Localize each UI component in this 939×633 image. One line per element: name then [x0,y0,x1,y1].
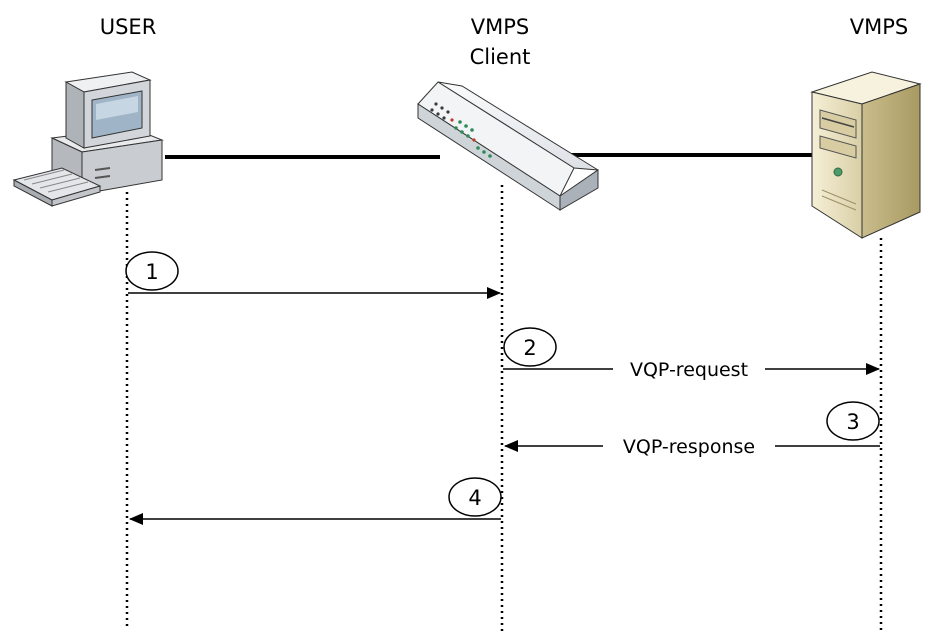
computer-icon [12,71,164,207]
step-4-badge [448,477,502,517]
step-1-badge [125,251,179,291]
step-4-number: 4 [468,486,481,510]
server-icon [810,71,922,239]
message-3-label: VQP-response [623,436,755,458]
message-2-label: VQP-request [630,359,748,381]
vmps-server-label: VMPS [849,15,909,39]
user-label: USER [99,15,157,39]
message-3-label-bg [603,433,775,459]
switch-icon [417,81,599,211]
step-2-badge [503,327,557,367]
step-2-number: 2 [523,336,536,360]
vmps-client-label-line1: VMPS [470,15,530,39]
step-3-number: 3 [846,410,859,434]
message-2-label-bg [613,356,765,382]
step-3-badge [826,401,880,441]
vmps-client-label-line2: Client [469,45,531,69]
step-1-number: 1 [145,260,158,284]
